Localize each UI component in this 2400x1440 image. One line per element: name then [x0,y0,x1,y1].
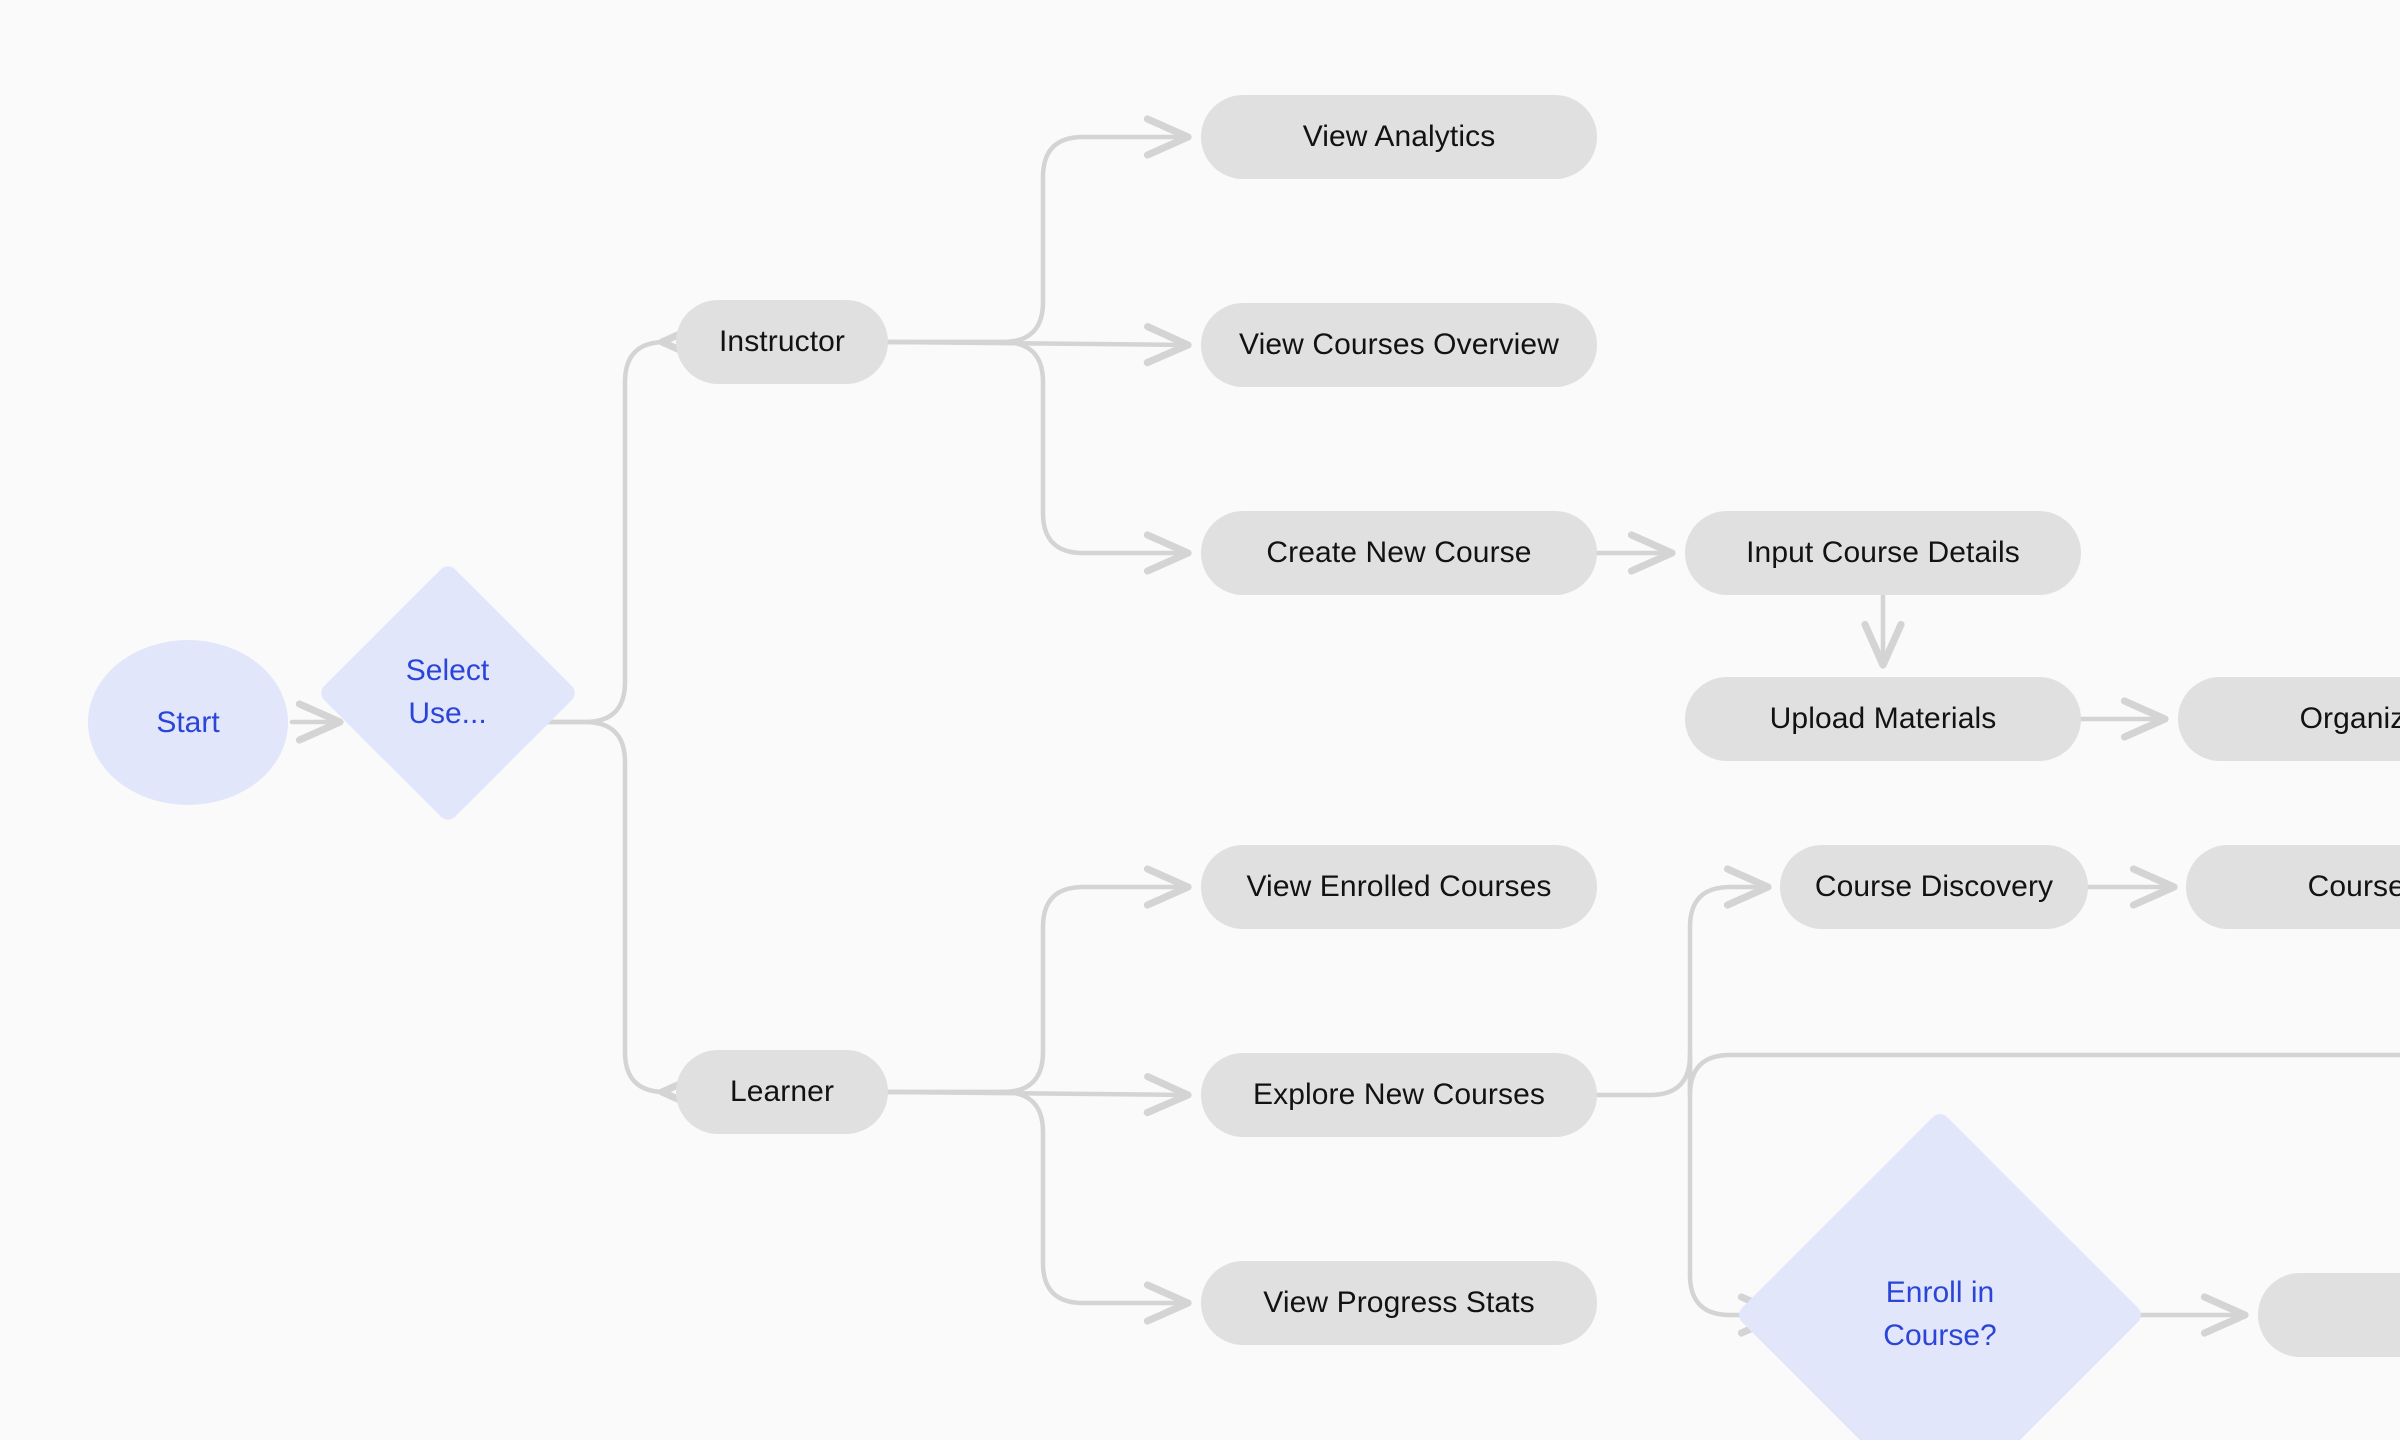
node-course-details[interactable]: Course Det [2186,845,2400,929]
node-organize-content[interactable]: Organize C [2178,677,2400,761]
node-view-progress-stats[interactable]: View Progress Stats [1201,1261,1597,1345]
node-select-user[interactable]: Select Use... [316,561,579,824]
node-upload-materials-label: Upload Materials [1769,702,1997,735]
edge-learner-to-view-enrolled [885,865,1192,1095]
node-course-details-label: Course Det [2307,870,2400,903]
node-input-course-details[interactable]: Input Course Details [1685,511,2081,595]
edge-select-user-to-instructor [542,320,707,725]
node-learner-label: Learner [729,1075,835,1108]
edge-instructor-to-view-courses [885,322,1192,367]
node-view-progress-stats-label: View Progress Stats [1263,1286,1535,1319]
node-view-enrolled-courses[interactable]: View Enrolled Courses [1201,845,1597,929]
node-start-course[interactable]: Start C [2258,1273,2400,1357]
edge-explore-new-to-enroll-decision [1687,1052,2400,1098]
node-enroll-in-course[interactable]: Enroll in Course? [1734,1109,2146,1440]
node-organize-content-label: Organize C [2299,702,2400,735]
node-view-courses-overview[interactable]: View Courses Overview [1201,303,1597,387]
edge-learner-to-view-progress [885,1089,1192,1325]
node-course-discovery[interactable]: Course Discovery [1780,845,2088,929]
node-explore-new-courses-label: Explore New Courses [1252,1078,1545,1111]
edge-instructor-to-view-analytics [885,115,1192,345]
node-instructor-label: Instructor [718,325,846,358]
node-upload-materials[interactable]: Upload Materials [1685,677,2081,761]
node-explore-new-courses[interactable]: Explore New Courses [1201,1053,1597,1137]
edge-enroll-approach [1687,1052,1786,1337]
edge-learner-to-explore-new [885,1072,1192,1117]
node-view-courses-overview-label: View Courses Overview [1239,328,1559,361]
node-start-label: Start [156,705,220,739]
edge-explore-new-to-course-discovery [1594,865,1772,1098]
node-instructor[interactable]: Instructor [676,300,888,384]
edge-instructor-to-create-course [885,339,1192,575]
node-learner[interactable]: Learner [676,1050,888,1134]
node-create-new-course-label: Create New Course [1266,536,1532,569]
node-view-analytics[interactable]: View Analytics [1201,95,1597,179]
node-view-analytics-label: View Analytics [1302,120,1496,153]
edge-select-user-to-learner [542,719,707,1114]
node-select-user-label: Select Use... [405,653,490,730]
node-start-course-label: Start C [2383,1298,2400,1332]
node-input-course-details-label: Input Course Details [1746,536,2020,569]
node-start[interactable]: Start [88,640,288,805]
node-create-new-course[interactable]: Create New Course [1201,511,1597,595]
node-view-enrolled-courses-label: View Enrolled Courses [1246,870,1552,903]
node-course-discovery-label: Course Discovery [1814,870,2054,903]
node-enroll-in-course-label: Enroll in Course? [1883,1276,1997,1352]
